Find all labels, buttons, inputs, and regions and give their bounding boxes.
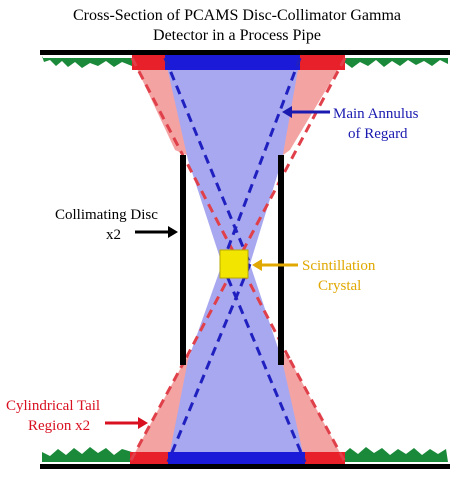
bottom-grass-left bbox=[42, 447, 132, 462]
top-tail-left-solid bbox=[132, 52, 165, 70]
pipe-wall-bottom bbox=[40, 464, 450, 469]
label-scintillation-line-2: Crystal bbox=[318, 278, 361, 294]
scintillation-crystal bbox=[219, 249, 249, 279]
label-main-annulus-line-2: of Regard bbox=[348, 126, 408, 142]
label-cylindrical-tail-line-2: Region x2 bbox=[28, 418, 90, 434]
label-collimating-disc-line-2: x2 bbox=[106, 227, 121, 243]
arrow-collimating-disc bbox=[135, 226, 178, 238]
arrow-main-annulus bbox=[282, 106, 330, 118]
bottom-tail-right-solid bbox=[305, 452, 345, 466]
label-collimating-disc-line-1: Collimating Disc bbox=[55, 207, 158, 223]
title-line-1: Cross-Section of PCAMS Disc-Collimator G… bbox=[73, 7, 401, 24]
arrow-scintillation bbox=[252, 259, 298, 271]
bottom-grass-right bbox=[318, 447, 448, 462]
collimating-disc-right bbox=[278, 155, 284, 365]
bottom-tail-left-solid bbox=[130, 452, 168, 466]
top-tail-right-solid bbox=[300, 52, 345, 70]
top-grass-left bbox=[42, 56, 140, 68]
label-scintillation-line-1: Scintillation bbox=[302, 258, 376, 274]
label-cylindrical-tail-line-1: Cylindrical Tail bbox=[6, 398, 100, 414]
annulus-dashed-lines bbox=[163, 57, 307, 463]
title-line-2: Detector in a Process Pipe bbox=[153, 27, 321, 44]
bottom-annulus-solid bbox=[168, 452, 305, 466]
label-main-annulus-line-1: Main Annulus bbox=[333, 106, 419, 122]
tail-dashed-lines bbox=[128, 57, 347, 463]
arrow-cylindrical-tail bbox=[105, 417, 148, 429]
top-annulus-solid bbox=[165, 52, 300, 70]
pipe-wall-top bbox=[40, 50, 450, 55]
collimating-disc-left bbox=[180, 155, 186, 365]
